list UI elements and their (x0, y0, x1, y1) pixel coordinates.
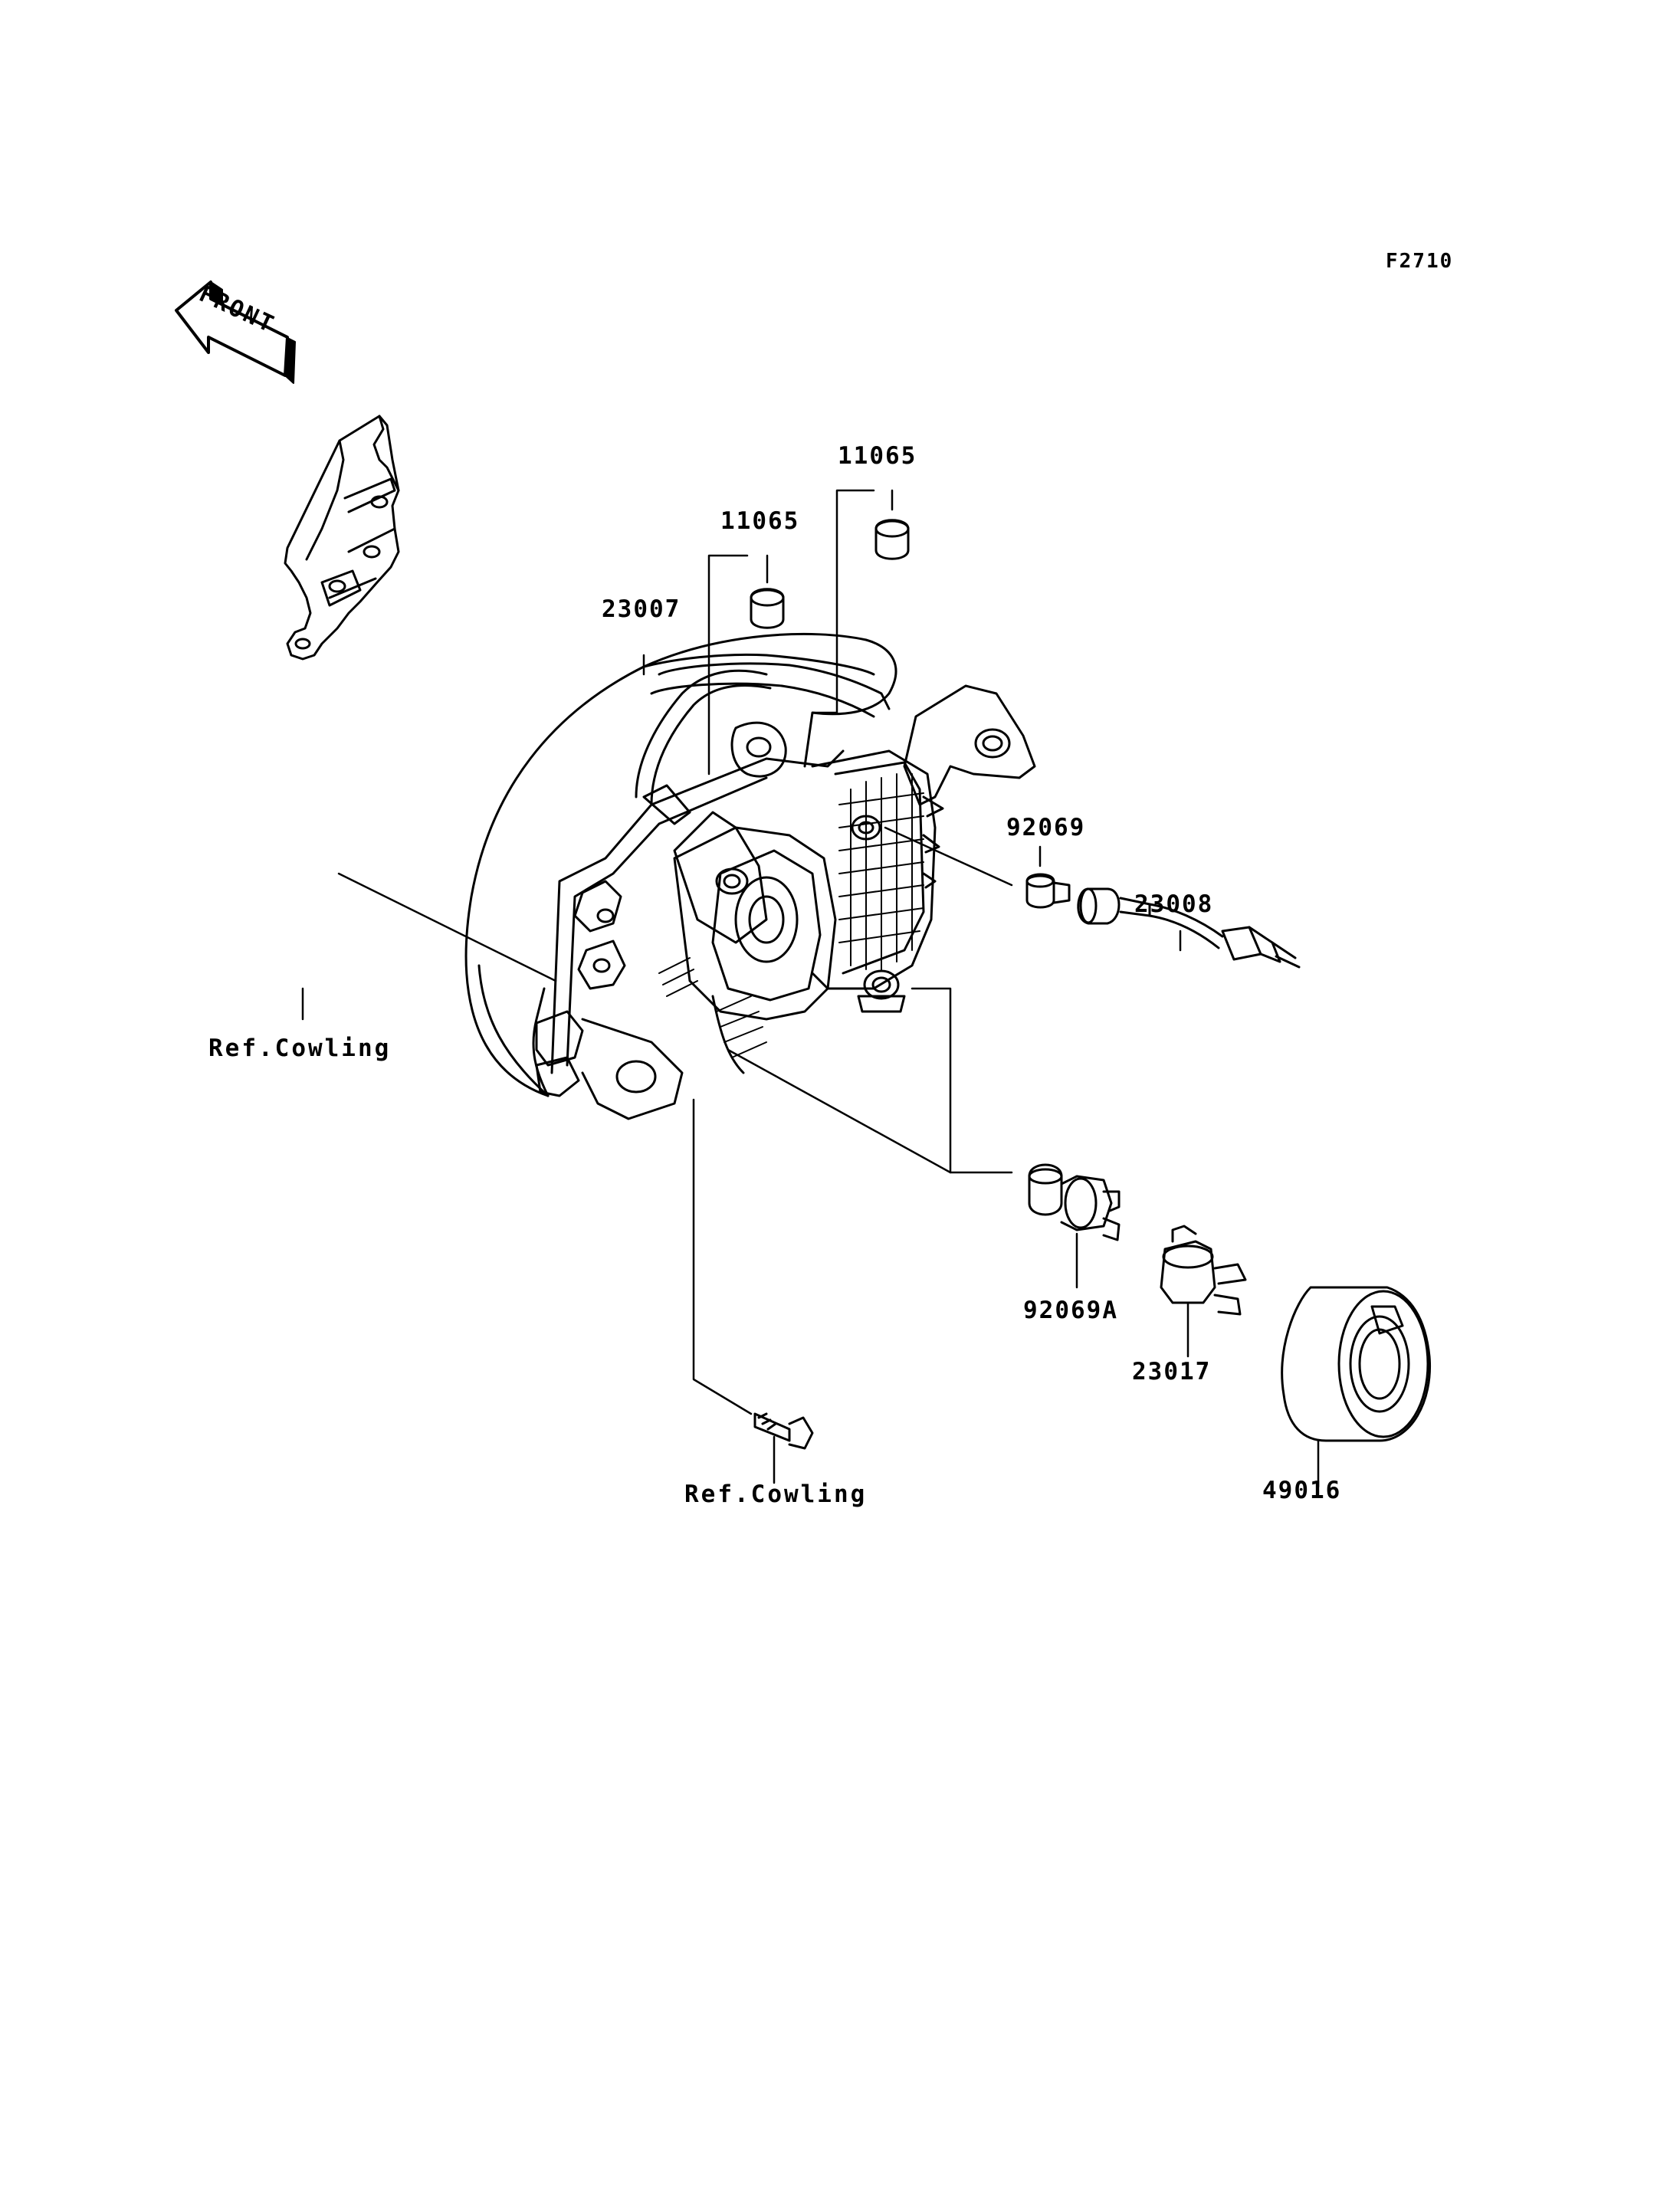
part-23007-label: 23007 (602, 595, 681, 623)
front-arrow-icon: FRONT (175, 280, 296, 384)
part-23008-label: 23008 (1134, 890, 1214, 918)
part-11065-top-label: 11065 (838, 442, 917, 470)
front-arrow-label: FRONT (195, 280, 279, 339)
part-11065-mid-label: 11065 (720, 507, 800, 535)
ref-cowling-bottom-label: Ref.Cowling (684, 1481, 868, 1508)
part-92069a-label: 92069A (1023, 1297, 1118, 1324)
part-49016-label: 49016 (1262, 1477, 1342, 1504)
rubber-cap-middle (750, 588, 785, 629)
adjuster-bolt-lower (857, 969, 906, 1013)
mounting-bolt (753, 1412, 814, 1450)
adjuster-bolt-upper (851, 815, 881, 841)
part-92069-label: 92069 (1006, 814, 1086, 841)
headlight-housing (464, 632, 1036, 1120)
figure-code: F2710 (1386, 250, 1454, 273)
leader-lines (301, 489, 1320, 1488)
cowling-bracket (284, 415, 400, 661)
headlight-socket (1160, 1225, 1247, 1316)
rubber-cap-upper (874, 519, 910, 560)
headlight-bulb (1028, 1163, 1121, 1241)
position-socket-harness (1077, 887, 1301, 969)
position-bulb (1025, 873, 1071, 909)
dust-cover (1281, 1286, 1432, 1442)
part-23017-label: 23017 (1132, 1358, 1212, 1385)
ref-cowling-left-label: Ref.Cowling (208, 1035, 392, 1062)
